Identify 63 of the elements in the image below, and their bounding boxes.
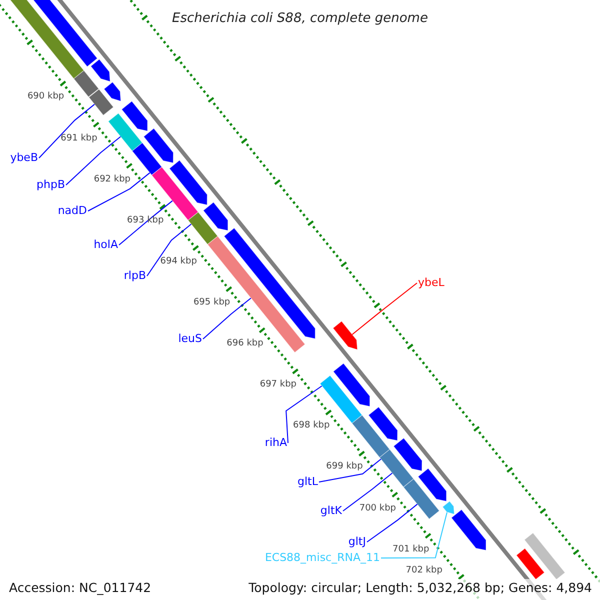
gene-block — [352, 414, 390, 458]
gene-block — [73, 70, 100, 98]
gene-label: holA — [94, 238, 118, 250]
gene-label: rihA — [264, 436, 287, 448]
map-title: Escherichia coli S88, complete genome — [172, 12, 428, 25]
leader-line — [202, 298, 252, 340]
gene-label: ybeL — [418, 276, 444, 288]
gene-feature — [442, 500, 455, 515]
scale-label: 692 kbp — [94, 175, 131, 184]
accession-text: Accession: NC_011742 — [9, 582, 152, 594]
gene-label: rlpB — [124, 270, 146, 281]
gene-block — [132, 142, 162, 176]
leader-line — [38, 104, 95, 158]
gene-label: phpB — [36, 178, 65, 190]
gene-label: gltJ — [348, 536, 366, 547]
gene-feature — [168, 160, 208, 206]
gene-block — [379, 448, 414, 488]
scale-label: 694 kbp — [160, 257, 197, 266]
scale-label: 693 kbp — [127, 216, 164, 226]
gene-block — [524, 532, 566, 580]
gene-label: gltL — [298, 476, 318, 487]
genome-stats-text: Topology: circular; Length: 5,032,268 bp; Genes: 4,894 — [248, 582, 592, 594]
leader-line — [66, 136, 122, 186]
scale-label: 697 kbp — [260, 380, 297, 390]
gene-block — [88, 88, 114, 116]
scale-label: 698 kbp — [293, 422, 330, 431]
gene-label: nadD — [58, 204, 87, 216]
gene-feature — [143, 128, 174, 164]
scale-label: 690 kbp — [27, 92, 64, 102]
gene-label: gltK — [320, 504, 342, 516]
gene-feature — [121, 100, 148, 132]
gene-feature — [450, 509, 486, 551]
leader-line — [118, 200, 173, 246]
leader-line — [146, 224, 192, 276]
leader-line — [352, 282, 418, 335]
gene-feature — [104, 82, 122, 102]
leader-line — [88, 172, 150, 212]
gene-block — [516, 548, 545, 580]
gene-feature — [368, 406, 398, 441]
scale-label: 699 kbp — [326, 462, 363, 472]
gene-feature — [202, 202, 228, 231]
gene-label: ybeB — [10, 152, 38, 163]
scale-label: 696 kbp — [226, 340, 264, 349]
gene-feature — [332, 320, 358, 350]
gene-block — [108, 112, 143, 152]
leader-line — [366, 504, 418, 542]
scale-label: 700 kbp — [359, 504, 396, 513]
leader-line — [342, 472, 393, 512]
scale-label: 701 kbp — [392, 545, 430, 554]
gene-block — [403, 478, 440, 520]
gene-feature — [418, 468, 447, 502]
gene-label: ECS88_misc_RNA_11 — [264, 552, 380, 563]
gene-block — [188, 212, 218, 245]
gene-feature — [90, 58, 110, 82]
scale-label: 691 kbp — [60, 134, 98, 143]
leader-line — [286, 386, 322, 444]
gene-feature — [332, 362, 370, 407]
gene-feature — [393, 438, 422, 472]
leader-line — [380, 512, 448, 558]
leader-line — [318, 458, 382, 482]
gene-label: leuS — [178, 332, 202, 344]
scale-label: 695 kbp — [193, 298, 230, 308]
scale-label: 702 kbp — [406, 566, 442, 576]
